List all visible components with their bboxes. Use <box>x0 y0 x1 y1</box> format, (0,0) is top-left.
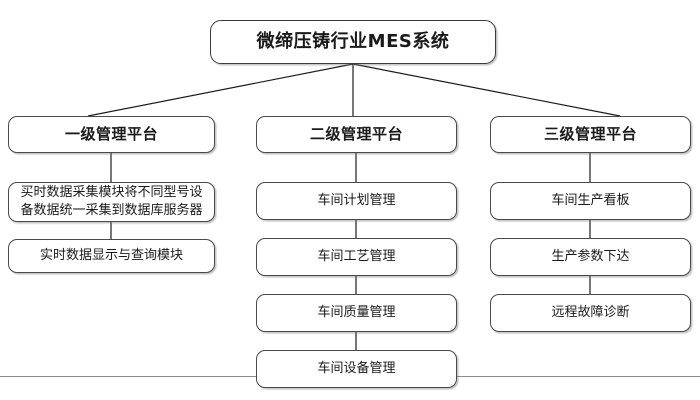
connector-root-to-col1 <box>87 63 354 117</box>
platform-node-level-1-label: 一级管理平台 <box>64 124 158 143</box>
module-node-data-collection-label: 买时数据采集模块将不同型号设 备数据统一采集到数据库服务器 <box>20 185 203 218</box>
root-node-label: 微缔压铸行业MES系统 <box>256 31 450 53</box>
connector-root-to-col3 <box>352 63 621 117</box>
module-node-workshop-quality-label: 车间质量管理 <box>317 304 396 320</box>
module-node-workshop-plan-label: 车间计划管理 <box>317 192 396 208</box>
module-node-data-display-query-label: 实时数据显示与查询模块 <box>39 247 183 263</box>
platform-node-level-1[interactable]: 一级管理平台 <box>8 116 215 153</box>
module-node-workshop-equipment[interactable]: 车间设备管理 <box>256 350 457 388</box>
module-node-workshop-plan[interactable]: 车间计划管理 <box>256 182 457 220</box>
platform-node-level-2-label: 二级管理平台 <box>309 124 403 143</box>
platform-node-level-3-label: 三级管理平台 <box>543 124 637 143</box>
module-node-production-board-label: 车间生产看板 <box>551 192 630 208</box>
platform-node-level-3[interactable]: 三级管理平台 <box>490 116 691 153</box>
module-node-data-collection[interactable]: 买时数据采集模块将不同型号设 备数据统一采集到数据库服务器 <box>8 182 215 222</box>
platform-node-level-2[interactable]: 二级管理平台 <box>256 116 457 153</box>
module-node-parameter-dispatch-label: 生产参数下达 <box>551 248 630 264</box>
module-node-workshop-process-label: 车间工艺管理 <box>317 248 396 264</box>
module-node-workshop-process[interactable]: 车间工艺管理 <box>256 238 457 276</box>
module-node-remote-diagnosis-label: 远程故障诊断 <box>551 304 630 320</box>
module-node-workshop-quality[interactable]: 车间质量管理 <box>256 294 457 332</box>
module-node-data-display-query[interactable]: 实时数据显示与查询模块 <box>8 239 215 273</box>
module-node-remote-diagnosis[interactable]: 远程故障诊断 <box>490 294 691 332</box>
module-node-production-board[interactable]: 车间生产看板 <box>490 182 691 220</box>
root-node-mes-system[interactable]: 微缔压铸行业MES系统 <box>210 20 496 64</box>
module-node-workshop-equipment-label: 车间设备管理 <box>317 360 396 376</box>
module-node-parameter-dispatch[interactable]: 生产参数下达 <box>490 238 691 276</box>
